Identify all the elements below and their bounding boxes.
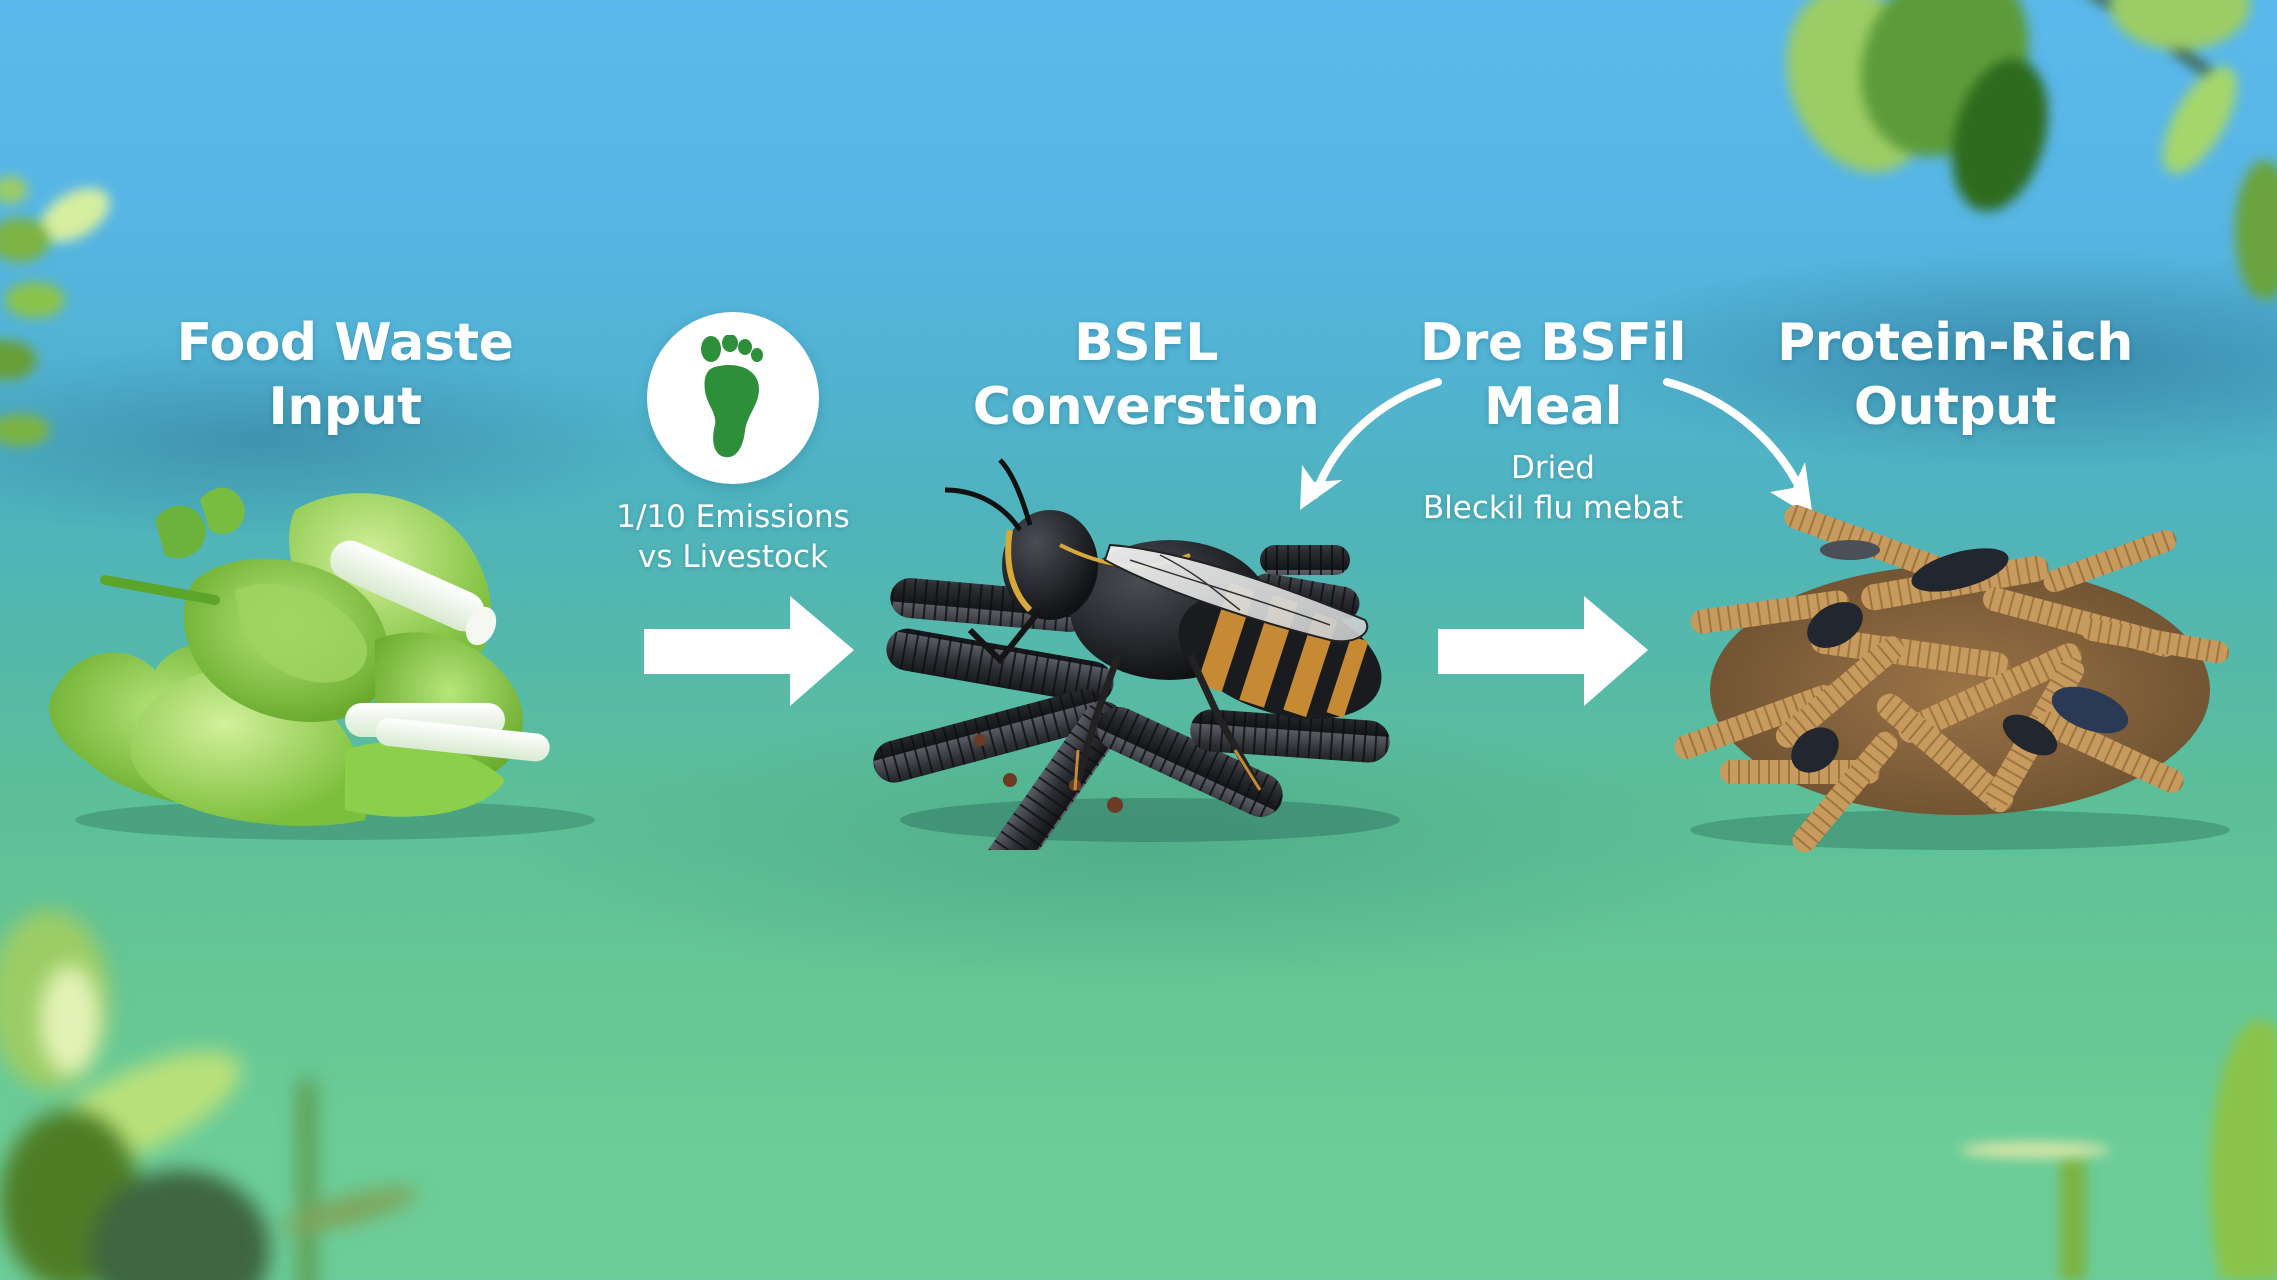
title-line: Output	[1853, 377, 2057, 437]
stage-title-dried-meal: Dre BSFil Meal	[1353, 311, 1753, 439]
title-line: Protein-Rich	[1777, 313, 2133, 373]
leafy-greens-illustration	[49, 487, 595, 840]
dried-meal-caption: Dried Bleckil flu mebat	[1378, 448, 1728, 528]
foliage-bottom-left	[0, 910, 418, 1280]
stage-title-food-waste: Food Waste Input	[145, 311, 545, 439]
title-line: Dre BSFil	[1420, 313, 1686, 373]
curved-arrow-right	[1663, 378, 1813, 518]
title-line: BSFL	[1074, 313, 1218, 373]
flow-arrow-1	[644, 596, 854, 706]
stage-title-protein-output: Protein-Rich Output	[1730, 311, 2180, 439]
curved-arrow-left	[1300, 378, 1442, 510]
title-line: Input	[268, 377, 422, 437]
caption-line: Dried	[1511, 450, 1595, 486]
caption-line: vs Livestock	[638, 539, 828, 575]
stage-title-bsfl-conversion: BSFL Converstion	[936, 311, 1356, 439]
foliage-bottom-right	[1960, 1020, 2277, 1280]
foliage-top-left	[0, 176, 110, 446]
caption-line: 1/10 Emissions	[616, 499, 850, 535]
black-soldier-fly-illustration	[873, 458, 1400, 850]
emissions-caption: 1/10 Emissions vs Livestock	[583, 497, 883, 577]
title-line: Meal	[1484, 377, 1622, 437]
footprint-icon	[701, 335, 763, 458]
emissions-badge	[647, 312, 819, 484]
caption-line: Bleckil flu mebat	[1422, 490, 1684, 526]
title-line: Converstion	[972, 377, 1320, 437]
flow-arrow-2	[1438, 596, 1648, 706]
title-line: Food Waste	[176, 313, 514, 373]
foliage-top-right	[1786, 0, 2277, 300]
larvae-pile-illustration	[1674, 505, 2230, 853]
